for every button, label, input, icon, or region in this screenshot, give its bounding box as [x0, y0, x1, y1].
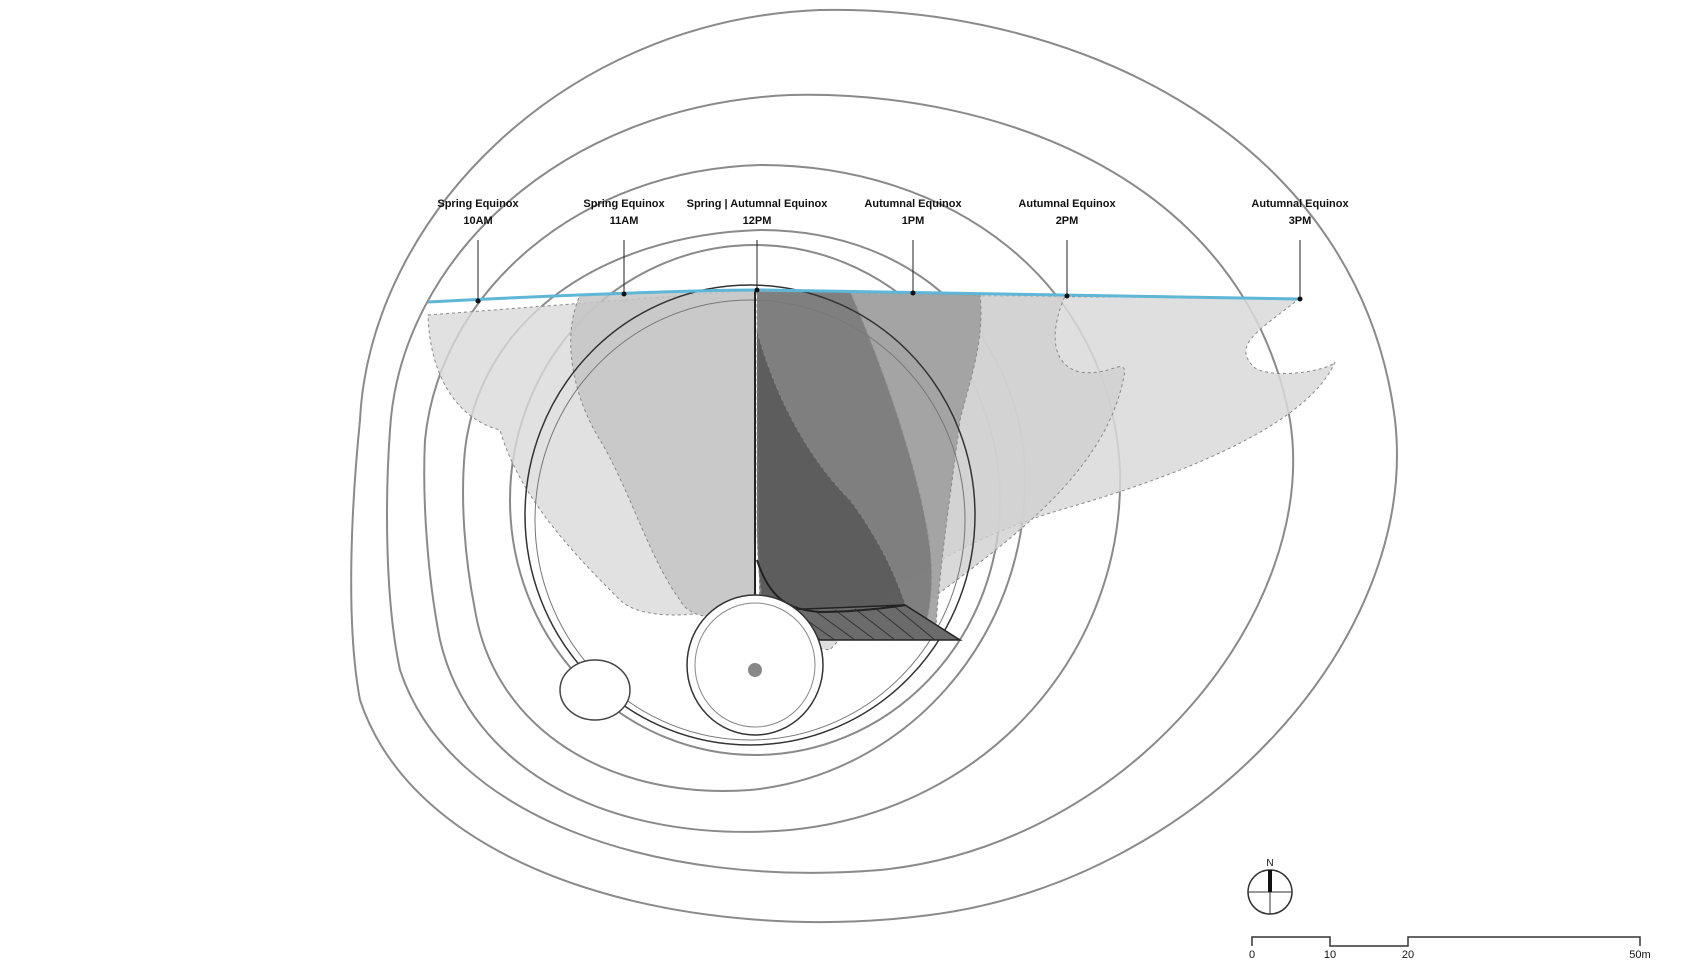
scale-bar-line	[1251, 936, 1641, 947]
bowl-inner-rim	[534, 299, 966, 741]
sun-horizon-point	[754, 287, 760, 293]
contour-ring-4	[462, 228, 1027, 792]
sun-horizon-point	[1064, 293, 1070, 299]
horizon-line	[427, 288, 1301, 304]
sun-label-time: 3PM	[1289, 215, 1312, 227]
sun-label-title: Autumnal Equinox	[1018, 198, 1116, 210]
sun-markers: Spring Equinox 10AM Spring Equinox 11AM Spri…	[437, 198, 1349, 304]
sun-label-time: 2PM	[1056, 215, 1079, 227]
sun-label-title: Autumnal Equinox	[1251, 198, 1349, 210]
sun-label-title: Spring Equinox	[583, 198, 665, 210]
contour-ring-2	[386, 93, 1295, 874]
sun-label-title: Spring | Autumnal Equinox	[687, 198, 829, 210]
small-pool	[686, 594, 824, 736]
sun-label-time: 10AM	[463, 215, 492, 227]
north-arrow-needle	[1268, 870, 1272, 892]
shadow-12pm-core	[756, 329, 916, 641]
sun-horizon-point	[475, 298, 481, 304]
scale-tick-50m: 50m	[1629, 949, 1650, 960]
sun-horizon-point	[621, 291, 627, 297]
pool-center-marker	[748, 663, 762, 677]
north-arrow: N	[1247, 858, 1293, 915]
lens-lower-left	[559, 659, 631, 721]
sun-label-time: 11AM	[610, 215, 639, 227]
scale-tick-10: 10	[1324, 949, 1336, 960]
scale-tick-0: 0	[1249, 949, 1255, 960]
ramp	[756, 559, 963, 641]
contour-ring-outer	[350, 8, 1398, 924]
ramp-hatching	[794, 606, 936, 641]
scale-tick-20: 20	[1402, 949, 1414, 960]
scale-bar	[1251, 936, 1641, 947]
sun-label-title: Autumnal Equinox	[864, 198, 962, 210]
shadow-fills	[427, 289, 1336, 651]
sun-label-title: Spring Equinox	[437, 198, 519, 210]
pool-inner	[694, 602, 816, 728]
contour-ring-3	[423, 163, 1122, 833]
inner-bowl	[524, 284, 976, 746]
sun-horizon-point	[1297, 296, 1303, 302]
north-arrow-label: N	[1266, 858, 1273, 869]
ramp-curve	[756, 559, 906, 614]
bowl-rim	[524, 284, 976, 746]
sun-label-time: 1PM	[902, 215, 925, 227]
sun-horizon-point	[910, 290, 916, 296]
scale-bar-labels: 0 10 20 50m	[1249, 949, 1651, 960]
sun-label-time: 12PM	[743, 215, 772, 227]
